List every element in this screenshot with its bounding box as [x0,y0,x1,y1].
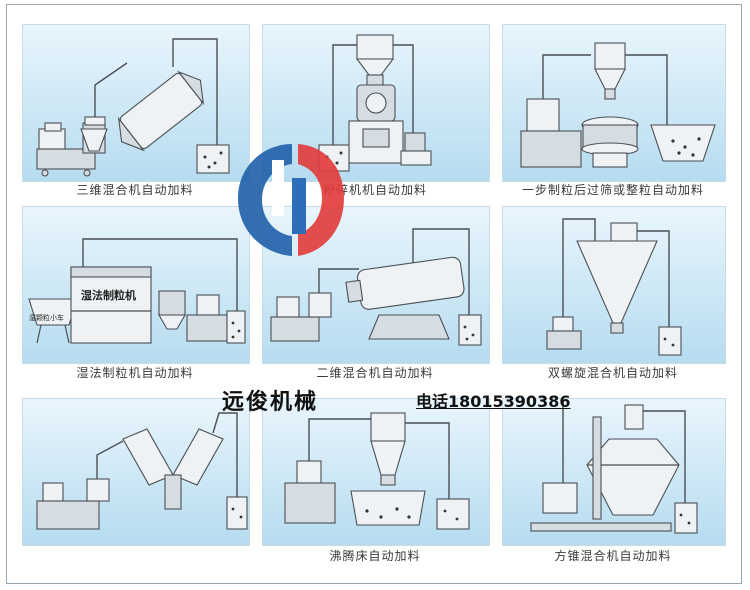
caption-sieve: 一步制粒后过筛或整粒自动加料 [521,183,704,197]
boiling-bed-illustration [284,412,470,530]
caption-double-screw: 双螺旋混合机自动加料 [547,366,678,380]
caption-boiling-bed: 沸腾床自动加料 [329,549,421,563]
panel-fluid-bed-sieve [502,24,726,182]
sieve-illustration [520,42,716,168]
3d-mixer-illustration [36,38,230,177]
wet-granulator-illustration [28,238,246,344]
2d-mixer-illustration [270,228,482,346]
cone-mixer-illustration [530,403,698,534]
phone-number: 电话18015390386 [416,392,571,411]
caption-2d-mixer: 二维混合机自动加料 [316,366,434,380]
wet-cart-label: 湿颗粒小车 [29,314,64,322]
crusher-illustration [318,34,432,172]
panel-cone-mixer [502,398,726,546]
wet-granulator-label: 湿法制粒机 [81,289,136,302]
panel-boiling-bed [262,398,490,546]
panel-double-screw-mixer [502,206,726,364]
double-screw-illustration [546,218,682,356]
caption-3d-mixer: 三维混合机自动加料 [76,183,194,197]
caption-wet-granulator: 湿法制粒机自动加料 [76,366,194,380]
caption-cone-mixer: 方锥混合机自动加料 [554,549,672,563]
caption-crusher: 粉碎机机自动加料 [322,183,427,197]
company-logo [238,144,344,256]
panel-v-mixer [22,398,250,546]
v-mixer-illustration [36,412,248,530]
brand-name: 远俊机械 [222,390,319,415]
panel-2d-mixer [262,206,490,364]
panel-wet-granulator: 湿法制粒机 湿颗粒小车 [22,206,250,364]
panel-3d-mixer [22,24,250,182]
